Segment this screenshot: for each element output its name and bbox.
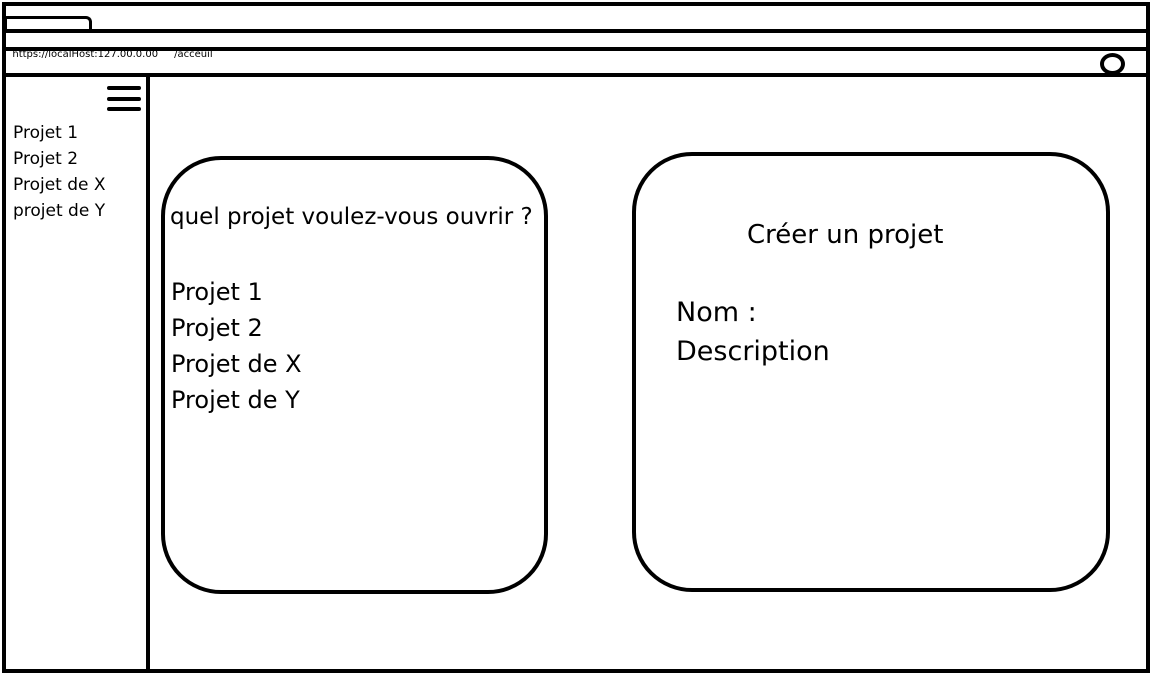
profile-circle-icon[interactable]	[1100, 53, 1125, 75]
address-bar[interactable]: https://localHost:127.00.0.00/acceuil	[6, 34, 1146, 60]
open-project-item-1[interactable]: Projet 1	[171, 278, 263, 306]
open-project-list: Projet 1 Projet 2 Projet de X Projet de …	[171, 274, 302, 418]
sidebar-item-projet-de-y[interactable]: projet de Y	[13, 201, 106, 221]
sidebar-item-projet-2[interactable]: Projet 2	[13, 149, 79, 169]
open-project-item-2[interactable]: Projet 2	[171, 314, 263, 342]
create-project-panel: Créer un projet Nom : Description	[632, 152, 1110, 592]
url-path: /acceuil	[174, 49, 213, 60]
browser-tab[interactable]	[4, 16, 92, 30]
hamburger-icon[interactable]	[107, 86, 141, 114]
sidebar-divider	[146, 76, 150, 673]
tab-bar-divider	[2, 29, 1150, 33]
project-description-field[interactable]: Description	[676, 336, 830, 367]
url-host: https://localHost:127.00.0.00	[12, 49, 159, 60]
open-project-question: quel projet voulez-vous ouvrir ?	[170, 204, 533, 230]
open-project-item-y[interactable]: Projet de Y	[171, 386, 300, 414]
open-project-item-x[interactable]: Projet de X	[171, 350, 302, 378]
create-project-title: Créer un projet	[747, 220, 944, 250]
toolbar-divider	[2, 73, 1150, 77]
open-project-panel: quel projet voulez-vous ouvrir ? Projet …	[161, 156, 548, 594]
address-bar-divider	[2, 47, 1150, 51]
sidebar-project-list: Projet 1 Projet 2 Projet de X projet de …	[13, 120, 106, 224]
sidebar-item-projet-1[interactable]: Projet 1	[13, 123, 79, 143]
project-name-field[interactable]: Nom :	[676, 297, 757, 328]
sidebar-item-projet-de-x[interactable]: Projet de X	[13, 175, 106, 195]
